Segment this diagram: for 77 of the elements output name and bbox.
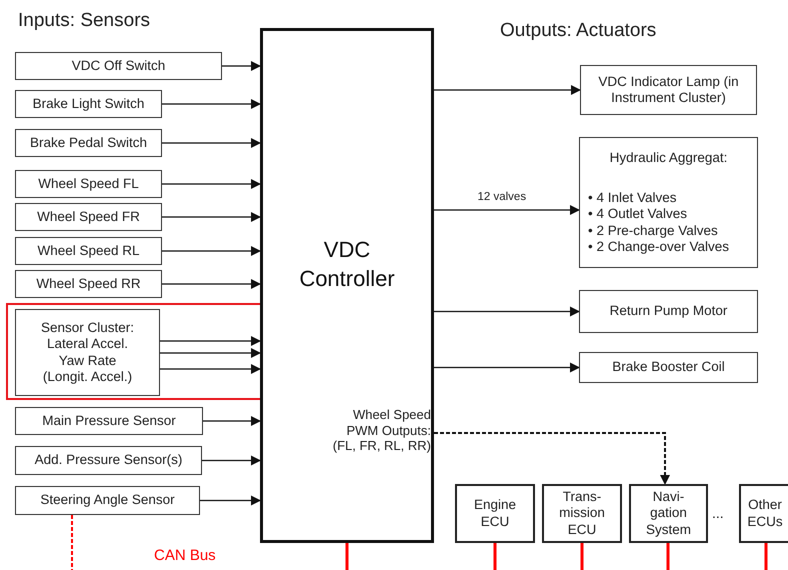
output-note: Wheel Speed PWM Outputs: (FL, FR, RL, RR) xyxy=(332,407,431,454)
sensor-box xyxy=(15,203,162,231)
ellipsis-label: ... xyxy=(712,505,724,522)
arrow xyxy=(160,348,261,358)
actuator-box xyxy=(579,352,758,383)
bus-line xyxy=(666,543,670,570)
node-label: Engine ECU xyxy=(472,497,518,530)
node-label: Lateral Accel. xyxy=(46,336,128,352)
arrow xyxy=(222,61,261,71)
sensor-box xyxy=(15,52,222,80)
arrow xyxy=(434,85,581,95)
node-label: (Longit. Accel.) xyxy=(42,368,132,386)
arrow xyxy=(434,432,670,485)
arrow xyxy=(160,364,261,374)
section-heading: Inputs: Sensors xyxy=(18,10,150,33)
section-heading: Outputs: Actuators xyxy=(500,20,656,43)
node-label: VDC Off Switch xyxy=(72,58,166,74)
actuator-box xyxy=(579,137,758,268)
list-item: • 2 Pre-charge Valves xyxy=(588,222,718,239)
sensor-box xyxy=(15,407,203,435)
edge-label: 12 valves xyxy=(476,191,528,203)
node-label: Brake Light Switch xyxy=(32,96,144,112)
ecu-box xyxy=(629,484,708,543)
arrow xyxy=(160,336,261,346)
ecu-box xyxy=(542,484,622,543)
ecu-box xyxy=(455,484,535,543)
bus-label: CAN Bus xyxy=(154,547,216,565)
arrow xyxy=(434,205,580,215)
bus-line xyxy=(764,543,768,570)
node-label: Wheel Speed FR xyxy=(37,208,140,226)
sensor-box xyxy=(15,237,162,265)
arrow xyxy=(162,138,261,148)
node-label: Navi- gation System xyxy=(644,489,692,538)
node-label: VDC Indicator Lamp (in Instrument Cluster) xyxy=(597,74,740,106)
sensor-box xyxy=(15,170,162,198)
arrow xyxy=(434,362,580,372)
node-label: Brake Pedal Switch xyxy=(30,134,148,152)
arrow xyxy=(162,212,261,222)
node-label: Other ECUs xyxy=(746,497,784,530)
bus-line xyxy=(580,543,584,570)
sensor-box xyxy=(15,446,202,475)
node-label: Main Pressure Sensor xyxy=(42,412,176,430)
sensor-box xyxy=(15,486,200,515)
node-label: Yaw Rate xyxy=(58,352,116,369)
highlight-frame xyxy=(6,303,262,400)
ecu-box xyxy=(739,484,788,543)
node-label: Return Pump Motor xyxy=(610,303,728,320)
arrow xyxy=(200,496,261,506)
bus-line xyxy=(346,543,348,570)
node-label: Hydraulic Aggregat: xyxy=(610,150,728,166)
sensor-box xyxy=(15,90,162,118)
node-label: Wheel Speed FL xyxy=(38,176,139,192)
arrow xyxy=(162,246,261,256)
node-label: Brake Booster Coil xyxy=(612,359,725,376)
arrow xyxy=(434,306,580,316)
arrow xyxy=(202,456,261,466)
bus-line xyxy=(494,543,496,570)
node-label: Steering Angle Sensor xyxy=(40,492,175,509)
arrow xyxy=(162,179,261,189)
node-label: Trans- mission ECU xyxy=(558,489,606,538)
controller-title: VDC Controller xyxy=(298,236,396,293)
sensor-cluster-box xyxy=(15,309,160,396)
node-label: Sensor Cluster: xyxy=(40,320,134,336)
list-item: • 4 Outlet Valves xyxy=(588,206,688,223)
node-label: Wheel Speed RR xyxy=(36,276,141,292)
sensor-box xyxy=(15,270,162,298)
actuator-box xyxy=(580,65,757,115)
list-item: • 2 Change-over Valves xyxy=(588,238,730,255)
node-label: Add. Pressure Sensor(s) xyxy=(34,452,182,469)
controller-box xyxy=(260,28,434,543)
list-item: • 4 Inlet Valves xyxy=(588,190,677,206)
actuator-box xyxy=(579,290,758,333)
arrow xyxy=(162,279,261,289)
node-label: Wheel Speed RL xyxy=(37,242,140,260)
arrow xyxy=(162,99,261,109)
sensor-box xyxy=(15,129,162,157)
arrow xyxy=(203,416,261,426)
